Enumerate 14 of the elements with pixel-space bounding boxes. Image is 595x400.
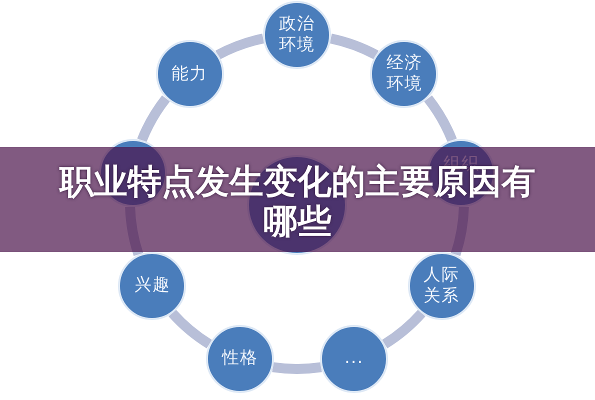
ring-arc — [216, 34, 264, 60]
topic-circle: 兴趣 — [118, 252, 186, 320]
ring-arc — [424, 96, 457, 142]
ring-arc — [272, 362, 322, 374]
ring-arc — [330, 34, 378, 60]
topic-circle: 经济环境 — [370, 40, 438, 108]
ring-arc — [137, 96, 170, 142]
ring-arc — [382, 310, 426, 348]
topic-circle: 政治环境 — [263, 1, 331, 69]
ring-arc — [168, 310, 212, 348]
topic-circle: 人际关系 — [408, 252, 476, 320]
topic-circle: 性格 — [206, 324, 274, 393]
topic-circle: ... — [320, 324, 388, 393]
topic-circle: 能力 — [156, 40, 224, 108]
